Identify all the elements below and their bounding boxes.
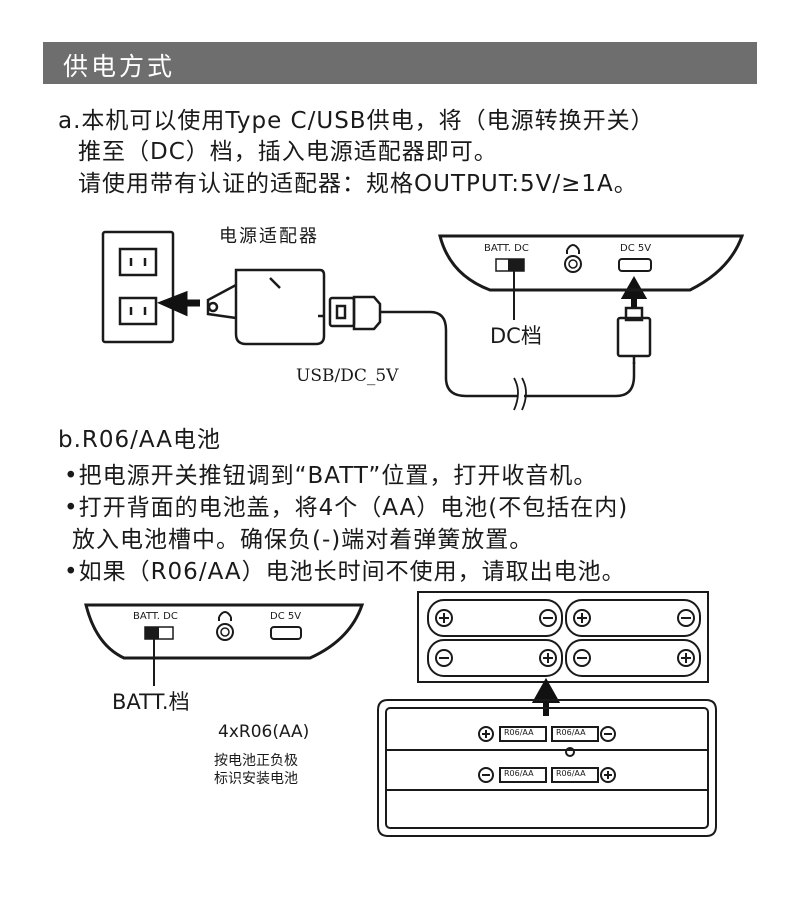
note-line1: 按电池正负极 (214, 753, 298, 769)
cell-label: R06/AA (556, 769, 586, 778)
switch-label-b: BATT. DC (133, 611, 178, 622)
dc-position-label: DC档 (490, 324, 542, 348)
power-adapter (206, 268, 326, 346)
text-b-bullet3: •如果（R06/AA）电池长时间不使用，请取出电池。 (64, 559, 626, 585)
battery-pack (417, 591, 709, 683)
cable-label: USB/DC_5V (296, 366, 399, 386)
headphone-icon (218, 611, 232, 621)
text-a-line3: 请使用带有认证的适配器：规格OUTPUT:5V/≥1A。 (78, 171, 638, 197)
battery-spec: 4xR06(AA) (218, 722, 310, 742)
text-b-title: b.R06/AA电池 (58, 427, 222, 453)
radio-body-top (438, 234, 745, 292)
section-header: 供电方式 (43, 42, 757, 84)
port-label-b: DC 5V (270, 611, 302, 622)
type-c-plug (616, 306, 652, 364)
headphone-icon (566, 244, 580, 254)
battery-polarity-icons (435, 609, 695, 667)
headphone-jack (564, 255, 582, 273)
arrow-up-icon (620, 275, 648, 307)
dc-port-b (270, 626, 302, 640)
headphone-jack-b (216, 623, 234, 641)
text-b-bullet2-cont: 放入电池槽中。确保负(-)端对着弹簧放置。 (72, 527, 534, 553)
note-line2: 标识安装电池 (214, 771, 298, 787)
cell-label: R06/AA (556, 728, 586, 737)
dc-port (618, 258, 652, 272)
port-label: DC 5V (620, 243, 652, 254)
usb-cable (396, 310, 636, 398)
cell-label: R06/AA (504, 769, 534, 778)
radio-body-back (84, 603, 365, 660)
text-b-bullet2: •打开背面的电池盖，将4个（AA）电池(不包括在内) (64, 495, 629, 521)
battery-compartment (377, 699, 717, 837)
text-b-bullet1: •把电源开关推钮调到“BATT”位置，打开收音机。 (64, 463, 598, 489)
cell-label: R06/AA (504, 728, 534, 737)
text-a-line1: a.本机可以使用Type C/USB供电，将（电源转换开关） (58, 108, 655, 134)
wall-socket (101, 230, 175, 344)
text-a-line2: 推至（DC）档，插入电源适配器即可。 (78, 139, 498, 165)
usb-plug (328, 295, 396, 331)
section-title: 供电方式 (63, 52, 176, 81)
arrow-left-icon (156, 290, 200, 317)
adapter-label: 电源适配器 (219, 226, 319, 247)
switch-label: BATT. DC (484, 243, 529, 254)
batt-position-label: BATT.档 (112, 690, 190, 714)
